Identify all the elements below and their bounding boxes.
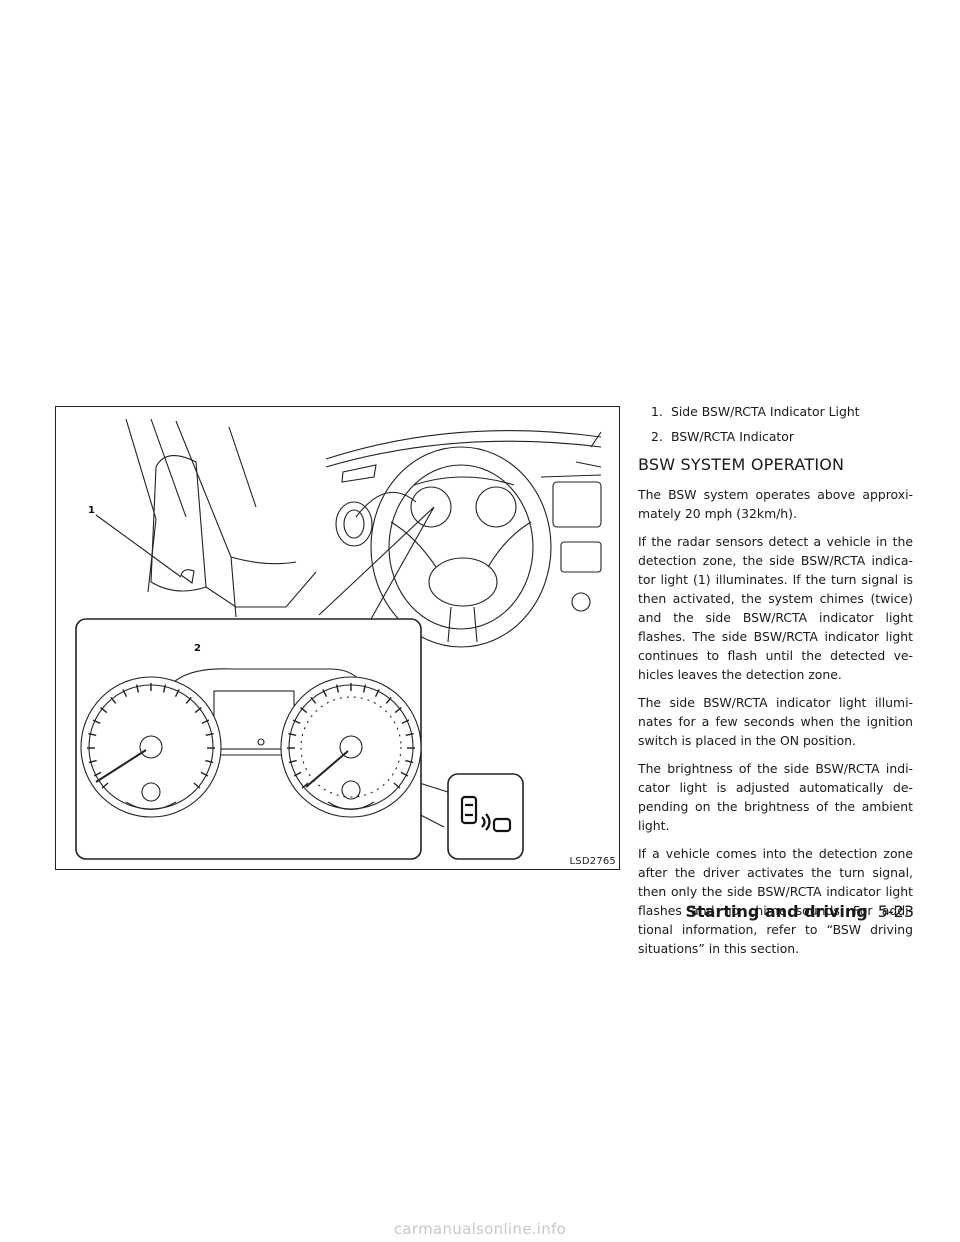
gauge-tick — [288, 733, 297, 737]
body-paragraph: The side BSW/RCTA indicator light illumi… — [638, 695, 913, 748]
gauge-tick — [201, 719, 210, 724]
footer-section-title: Starting and driving — [685, 902, 868, 921]
gauge-tick — [300, 707, 308, 714]
gauge-tick — [400, 771, 409, 777]
gauge-tick — [362, 684, 367, 693]
body-paragraph: The BSW system operates above approxi-ma… — [638, 487, 913, 521]
gauge-tick — [401, 719, 410, 724]
text-column: 1. Side BSW/RCTA Indicator Light 2. BSW/… — [638, 402, 913, 967]
gauge-tick — [335, 684, 340, 693]
gauge-tick — [185, 696, 192, 704]
gauge-tick — [101, 782, 109, 789]
gauge-tick — [122, 689, 128, 697]
legend-item: 1. Side BSW/RCTA Indicator Light — [651, 402, 913, 421]
gauge-tick — [374, 689, 380, 697]
gauge-tick — [162, 684, 167, 693]
watermark: carmanualsonline.info — [393, 1220, 567, 1238]
gauge-tick — [88, 759, 97, 764]
dashboard-illustration — [75, 418, 602, 860]
gauge-tick — [393, 782, 401, 789]
gauge-tick — [385, 696, 392, 704]
callout-2: 2 — [194, 643, 201, 654]
gauge-tick — [194, 707, 202, 714]
body-paragraph: The brightness of the side BSW/RCTA indi… — [638, 761, 913, 833]
gauge-tick — [288, 759, 297, 764]
gauge-tick — [88, 733, 97, 737]
gauge-tick — [200, 771, 209, 777]
figure-code: LSD2765 — [569, 856, 616, 867]
gauge-tick — [205, 759, 214, 764]
gauge-tick — [394, 707, 402, 714]
legend-label: BSW/RCTA Indicator — [670, 429, 794, 444]
gauge-tick — [135, 684, 140, 693]
gauge-tick — [92, 719, 101, 724]
bsw-indicator-icon — [460, 795, 512, 833]
callout-1: 1 — [88, 505, 95, 516]
figure-bsw-indicator: 1 2 LSD2765 — [55, 406, 620, 870]
page-number: 5-23 — [877, 902, 914, 921]
legend-label: Side BSW/RCTA Indicator Light — [670, 404, 860, 419]
legend-number: 2. — [651, 429, 663, 444]
gauge-tick — [405, 733, 414, 737]
page-footer: Starting and driving 5-23 — [685, 902, 914, 921]
legend-item: 2. BSW/RCTA Indicator — [651, 427, 913, 446]
gauge-tick — [193, 782, 201, 789]
gauge-tick — [110, 696, 117, 704]
gauge-tick — [292, 719, 301, 724]
figure-legend: 1. Side BSW/RCTA Indicator Light 2. BSW/… — [638, 402, 913, 446]
gauge-tick — [322, 689, 328, 697]
legend-number: 1. — [651, 404, 663, 419]
section-heading: BSW SYSTEM OPERATION — [638, 455, 845, 474]
gauge-tick — [301, 782, 309, 789]
gauge-tick — [405, 759, 414, 764]
body-paragraph: If the radar sensors detect a vehicle in… — [638, 534, 913, 682]
gauge-tick — [100, 707, 108, 714]
body-paragraph: If a vehicle comes into the detection zo… — [638, 846, 913, 956]
gauge-tick — [174, 689, 180, 697]
gauge-tick — [310, 696, 317, 704]
gauge-tick — [93, 771, 102, 777]
gauge-tick — [293, 771, 302, 777]
gauge-tick — [205, 733, 214, 737]
